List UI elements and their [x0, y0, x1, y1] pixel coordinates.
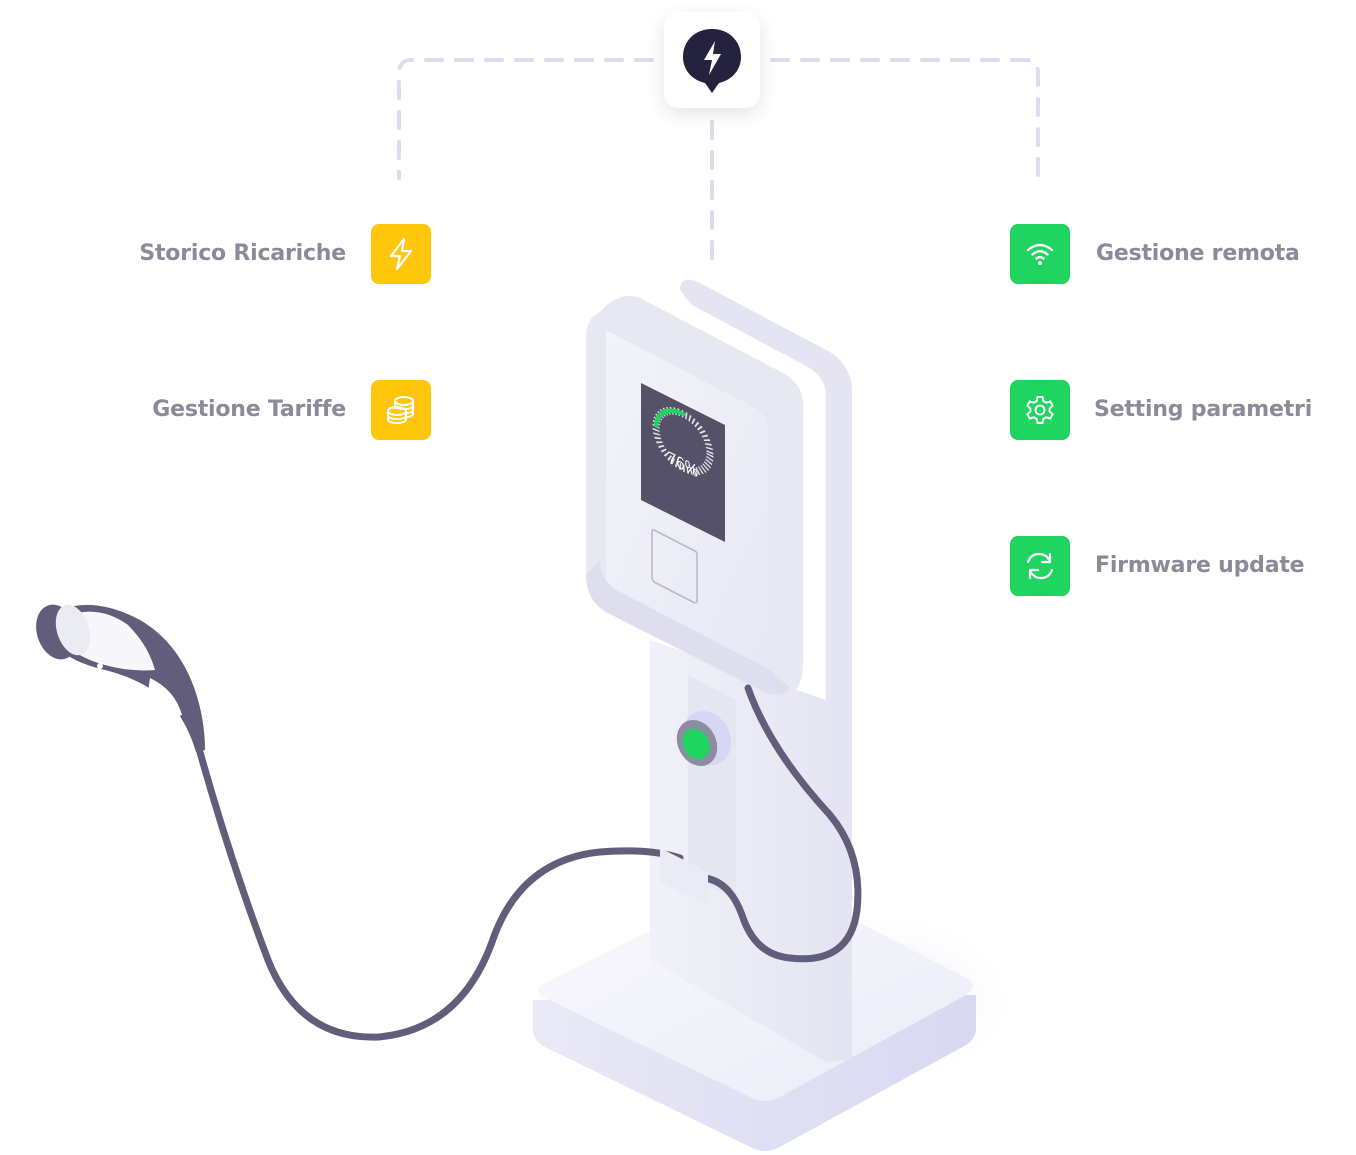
wifi-icon	[1026, 243, 1054, 265]
charging-cable	[194, 741, 684, 1041]
cable-clip	[660, 848, 708, 905]
charging-plug	[36, 604, 205, 752]
progress-arc	[654, 408, 712, 474]
connector-line-right	[770, 58, 1040, 180]
charger-screen: 76%	[641, 383, 725, 542]
coins-icon	[387, 396, 414, 425]
feature-label-gestione-tariffe: Gestione Tariffe	[152, 397, 346, 422]
feature-tile-firmware-update	[1010, 536, 1070, 596]
card-reader	[651, 529, 698, 604]
gear-icon	[1026, 396, 1054, 424]
feature-tile-gestione-tariffe	[371, 380, 431, 440]
feature-label-gestione-remota: Gestione remota	[1096, 241, 1300, 266]
feature-tile-storico-ricariche	[371, 224, 431, 284]
hub-card	[664, 12, 760, 108]
feature-tile-setting-parametri	[1010, 380, 1070, 440]
charging-cable-return	[701, 684, 862, 963]
lightning-icon	[389, 237, 413, 271]
lightning-pin-icon	[683, 29, 741, 93]
feature-label-storico-ricariche: Storico Ricariche	[139, 241, 346, 266]
refresh-icon	[1026, 552, 1054, 580]
feature-tile-gestione-remota	[1010, 224, 1070, 284]
start-button	[676, 711, 732, 766]
connector-line-left	[397, 58, 654, 180]
feature-label-setting-parametri: Setting parametri	[1094, 397, 1313, 422]
feature-label-firmware-update: Firmware update	[1095, 553, 1305, 578]
